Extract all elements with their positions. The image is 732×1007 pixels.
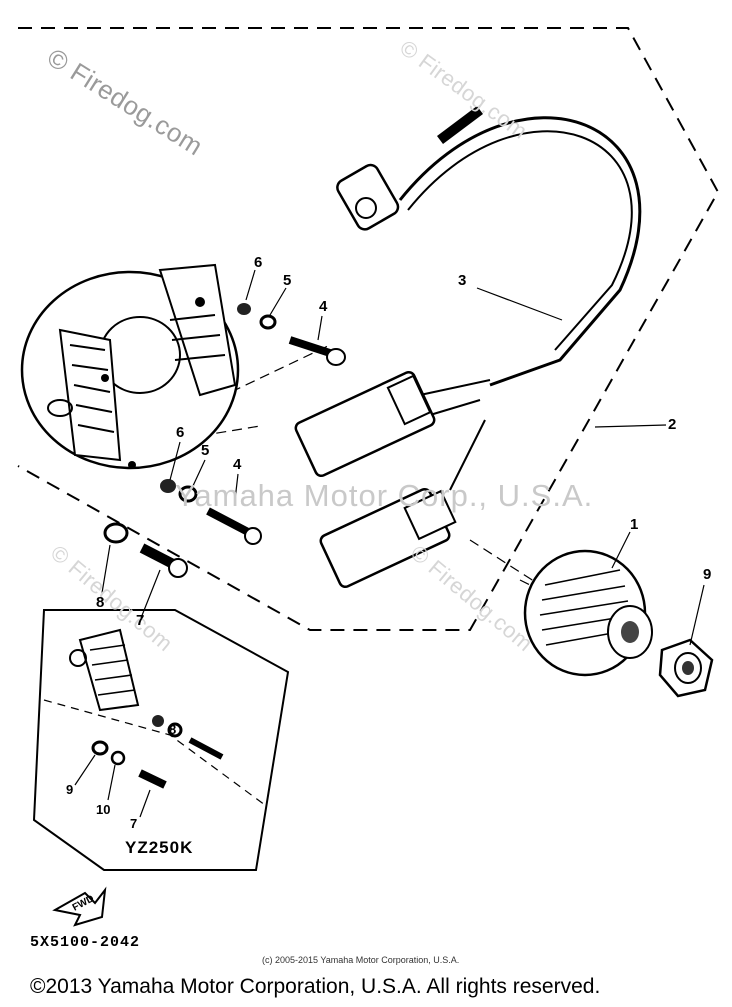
- flywheel-nut: [658, 638, 714, 698]
- callout-4-upper: 4: [319, 298, 328, 315]
- copyright-footer: ©2013 Yamaha Motor Corporation, U.S.A. A…: [30, 975, 601, 998]
- copyright-small: (c) 2005-2015 Yamaha Motor Corporation, …: [262, 955, 460, 965]
- inset-panel: [32, 609, 290, 871]
- callout-3: 3: [458, 272, 467, 289]
- callout-1: 1: [630, 516, 639, 533]
- stator-assembly: [20, 263, 240, 470]
- callout-10-inset: 10: [96, 802, 111, 817]
- inset-model-label: YZ250K: [125, 838, 194, 857]
- part-number: 5X5100-2042: [30, 934, 141, 951]
- callout-9-main: 9: [703, 566, 712, 583]
- callout-5-upper: 5: [283, 272, 292, 289]
- lower-hardware: [103, 479, 262, 578]
- callout-4-lower: 4: [233, 456, 242, 473]
- callout-9-inset: 9: [66, 782, 74, 797]
- callout-6-upper: 6: [254, 254, 263, 271]
- fwd-arrow-icon: [52, 886, 107, 927]
- callout-8-main: 8: [96, 594, 105, 611]
- flywheel-rotor: [523, 549, 653, 677]
- callout-6-lower: 6: [176, 424, 185, 441]
- callout-leaders: [101, 269, 705, 646]
- upper-hardware: [237, 303, 346, 366]
- callout-8-inset: 8: [169, 722, 177, 737]
- cdi-unit: [294, 370, 457, 589]
- wiring-harness: [336, 106, 642, 491]
- callout-7-inset: 7: [130, 816, 138, 831]
- callout-7-main: 7: [136, 612, 145, 629]
- watermark-center: Yamaha Motor Corp., U.S.A.: [175, 478, 594, 513]
- callout-5-lower: 5: [201, 442, 210, 459]
- callout-2: 2: [668, 416, 677, 433]
- assembly-dashed-outline: [17, 27, 720, 631]
